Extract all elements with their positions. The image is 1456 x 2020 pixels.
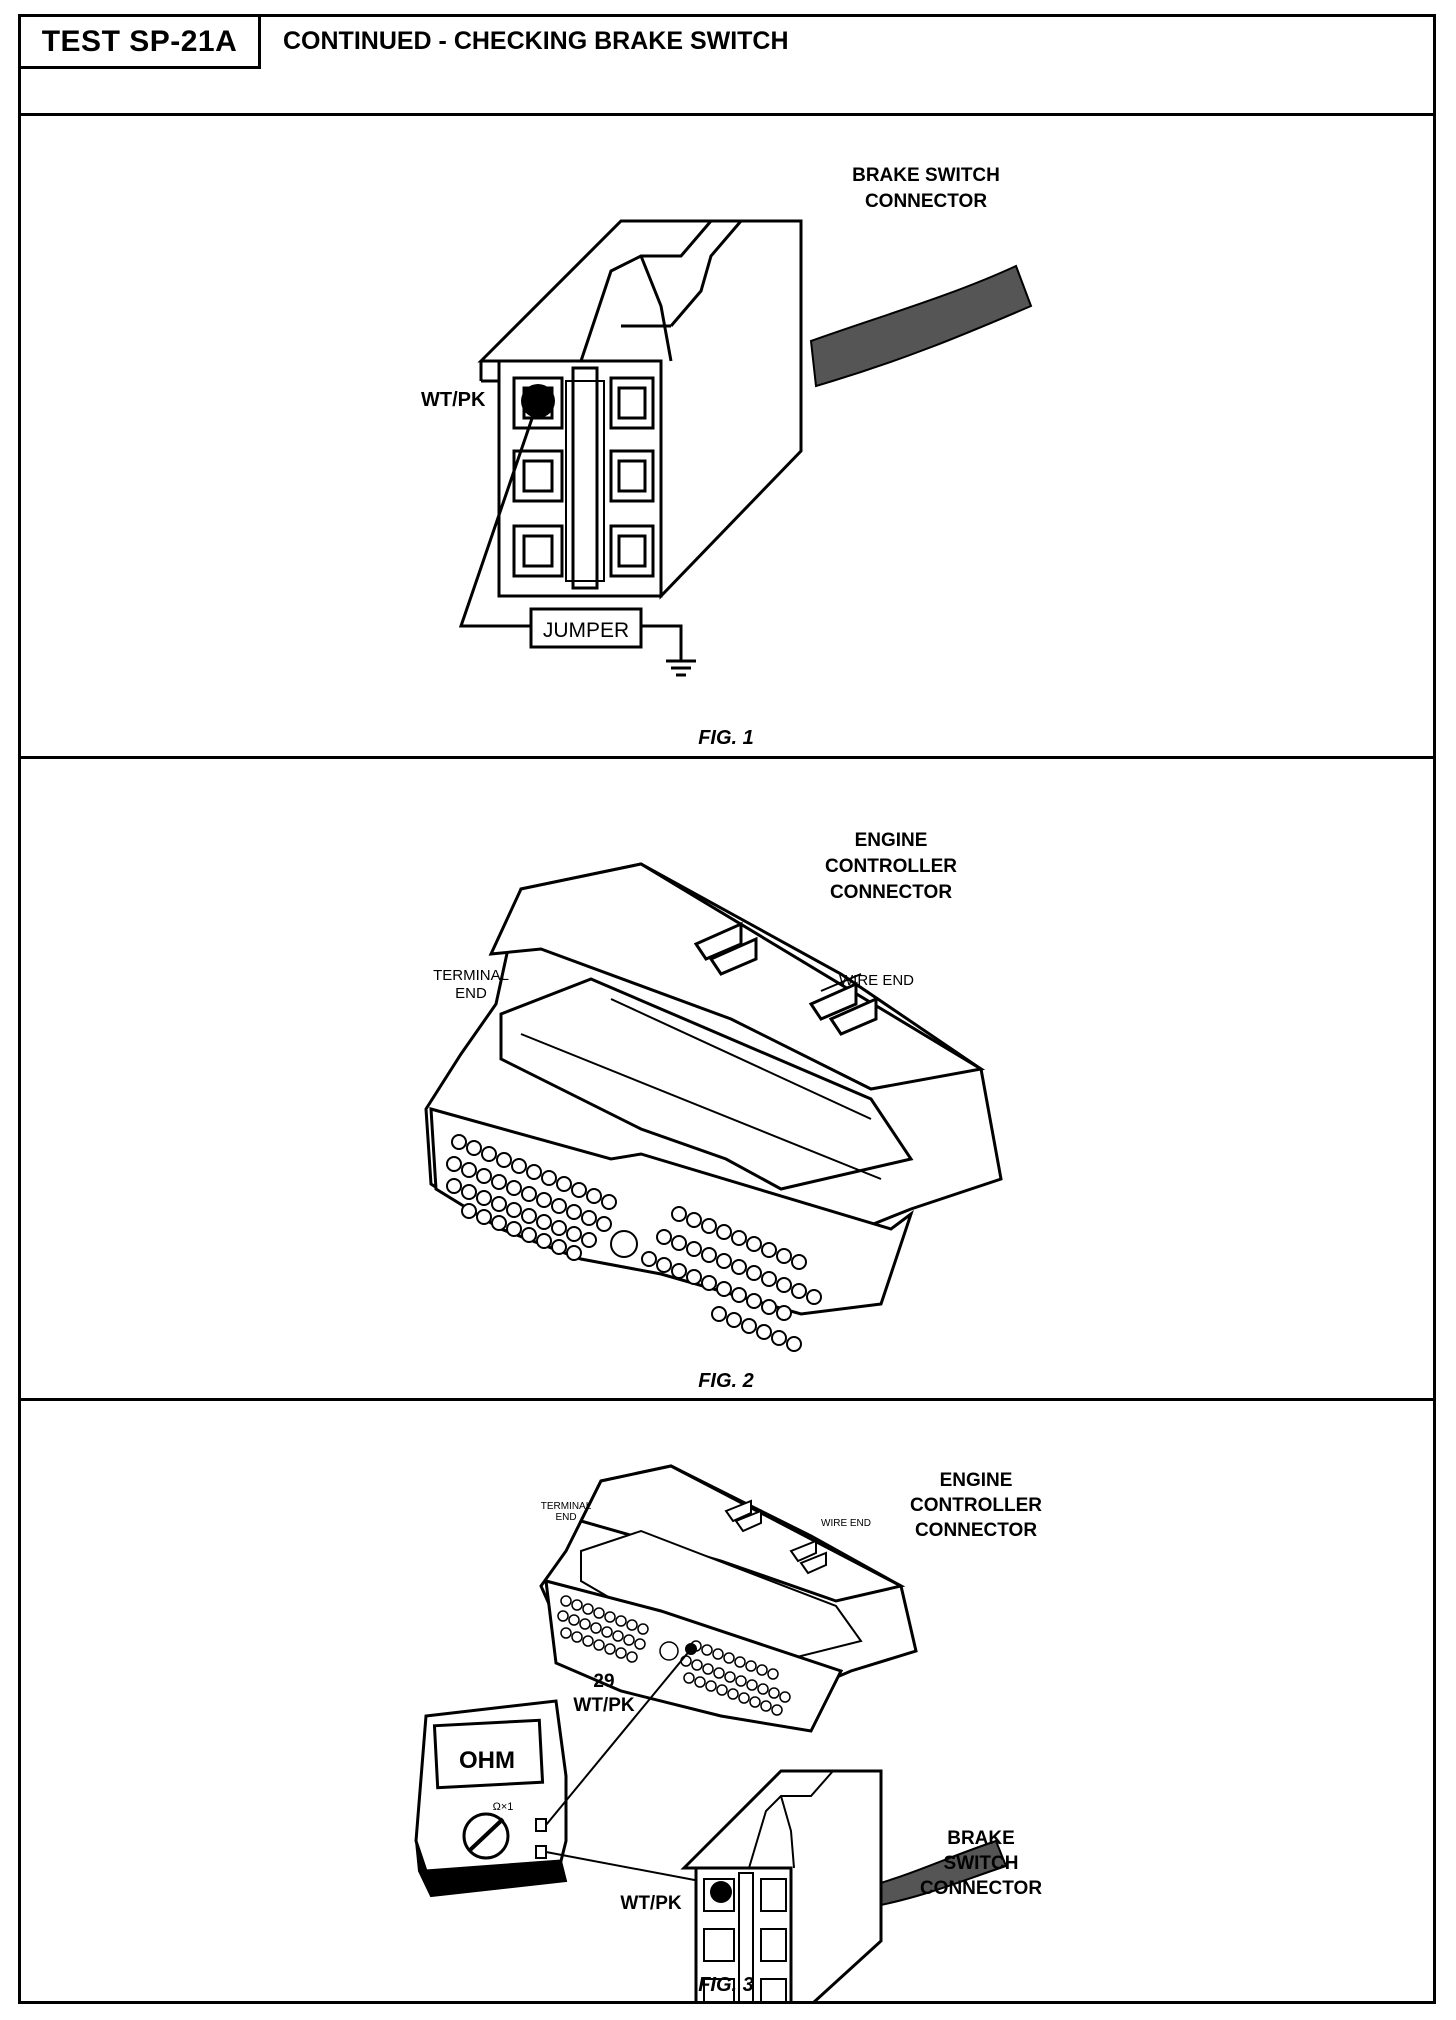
connector-label-line1: BRAKE SWITCH	[852, 165, 1000, 186]
figure-3-panel: OHM Ω×1 ENGINE CONTROLLER	[21, 1401, 1433, 2004]
figure-3-caption: FIG. 3	[698, 1974, 754, 1996]
terminal-end-line1: TERMINAL	[433, 967, 509, 984]
terminal-pins	[446, 1134, 822, 1352]
meter-jack-2	[535, 1845, 547, 1859]
bs-label-line1: BRAKE	[947, 1828, 1015, 1849]
jumper-box	[529, 607, 643, 649]
jumper-label: JUMPER	[543, 619, 629, 642]
terminal-end-line1-fig3: TERMINAL	[541, 1501, 592, 1512]
ecc-label-line1: ENGINE	[855, 830, 928, 851]
meter-screen	[432, 1718, 545, 1790]
figure-1-caption: FIG. 1	[698, 727, 754, 749]
connector-label-line2: CONNECTOR	[865, 191, 987, 212]
page-frame: TEST SP-21A CONTINUED - CHECKING BRAKE S…	[18, 14, 1436, 2004]
wire-label: WT/PK	[421, 389, 486, 411]
ecc-label-line2-fig3: CONTROLLER	[910, 1495, 1042, 1516]
ecc-label-line2: CONTROLLER	[825, 856, 957, 877]
figure-1-panel: JUMPER WT/PK BRAKE SWITCH CONNECTOR FIG.…	[21, 116, 1433, 759]
ecc-label-line1-fig3: ENGINE	[940, 1470, 1013, 1491]
wire-harness	[809, 264, 1033, 388]
wire-end-label: WIRE END	[839, 972, 914, 989]
wire-end-label-fig3: WIRE END	[821, 1518, 871, 1529]
bs-label-line2: SWITCH	[944, 1853, 1019, 1874]
terminal-pins-small	[557, 1595, 791, 1716]
pin-number: 29	[593, 1671, 614, 1692]
test-id: TEST SP-21A	[21, 17, 261, 69]
figure-2-caption: FIG. 2	[698, 1370, 754, 1392]
ecc-terminal-face	[429, 1106, 914, 1316]
meter-jack-1	[535, 1818, 547, 1832]
probe-lead-1	[545, 1648, 692, 1826]
meter-range: Ω×1	[493, 1801, 514, 1813]
terminal-end-line2: END	[455, 985, 487, 1002]
probe-lead-2	[545, 1851, 722, 1886]
bs-wt-pk-terminal	[710, 1881, 732, 1903]
ecc-label-line3: CONNECTOR	[830, 882, 952, 903]
bs-label-line3: CONNECTOR	[920, 1878, 1042, 1899]
meter-display: OHM	[459, 1747, 515, 1774]
jumper-wire	[458, 400, 540, 628]
wire-harness-small	[869, 1839, 1008, 1908]
terminal-end-line2-fig3: END	[555, 1512, 576, 1523]
bs-wire-label: WT/PK	[620, 1893, 681, 1914]
figure-3-drawing: OHM Ω×1 ENGINE CONTROLLER	[414, 1464, 1042, 2001]
pin-wire: WT/PK	[573, 1695, 634, 1716]
ecc-label-line3-fig3: CONNECTOR	[915, 1520, 1037, 1541]
figure-1-drawing: JUMPER WT/PK BRAKE SWITCH CONNECTOR FIG.…	[421, 165, 1033, 749]
figure-2-panel: ENGINE CONTROLLER CONNECTOR TERMINAL END…	[21, 759, 1433, 1401]
figure-2-drawing: ENGINE CONTROLLER CONNECTOR TERMINAL END…	[424, 830, 1003, 1392]
header: TEST SP-21A CONTINUED - CHECKING BRAKE S…	[21, 17, 1433, 116]
test-title: CONTINUED - CHECKING BRAKE SWITCH	[283, 27, 789, 55]
